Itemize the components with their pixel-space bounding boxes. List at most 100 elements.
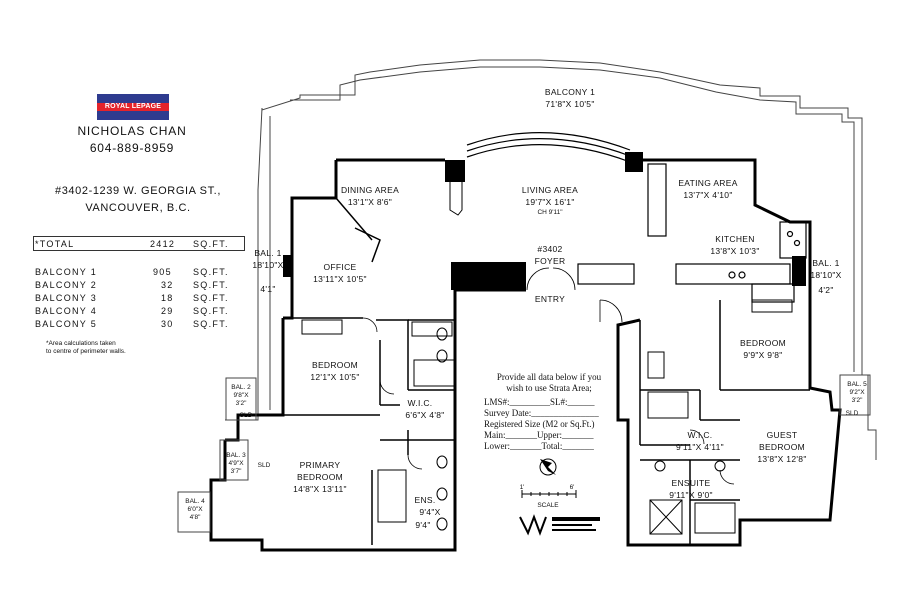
agent-phone: 604-889-8959 [89, 141, 175, 155]
door-swings [362, 267, 735, 485]
room-bal2-name: BAL. 2 [231, 384, 251, 391]
room-kitchen-dims: 13'8"X 10'3" [710, 246, 760, 256]
room-bedroom2-name: BEDROOM [739, 338, 787, 348]
room-bal5-dims2: 3'2" [851, 397, 863, 404]
columns [283, 152, 806, 290]
strata-lower: Lower:_______Total:_______ [484, 441, 594, 451]
room-foyer-unit: #3402 [537, 244, 563, 254]
scale-tick-start: 1' [519, 484, 525, 491]
strata-lms: LMS#:_________SL#:______ [484, 397, 595, 407]
room-guest-name2: BEDROOM [758, 442, 806, 452]
room-dining-dims: 13'1"X 8'6" [347, 197, 393, 207]
room-bal4-name: BAL. 4 [185, 498, 205, 505]
room-office-name: OFFICE [323, 262, 357, 272]
room-bal1-left-dims1: 18'10"X [252, 260, 284, 270]
room-bal3-name: BAL. 3 [226, 452, 246, 459]
balcony-label: BALCONY 2 [35, 280, 98, 290]
room-entry-name: ENTRY [534, 294, 566, 304]
room-living-name: LIVING AREA [521, 185, 579, 195]
room-kitchen-name: KITCHEN [715, 234, 755, 244]
room-office-dims: 13'11"X 10'5" [313, 274, 367, 284]
room-foyer-name: FOYER [534, 256, 566, 266]
address-line1: #3402-1239 W. GEORGIA ST., [54, 185, 221, 197]
room-primary-dims: 14'8"X 13'11" [293, 484, 347, 494]
room-living-dims: 19'7"X 16'1" [525, 197, 575, 207]
room-bal5-name: BAL. 5 [847, 381, 867, 388]
total-box [33, 236, 245, 251]
balcony-value: 18 [161, 293, 174, 303]
living-window [466, 132, 631, 163]
balcony-unit: SQ.FT. [193, 306, 229, 316]
room-eating-dims: 13'7"X 4'10" [683, 190, 733, 200]
balcony-value: 29 [161, 306, 174, 316]
balcony-unit: SQ.FT. [193, 267, 229, 277]
balcony-unit: SQ.FT. [193, 293, 229, 303]
room-ensuite-name: ENSUITE [671, 478, 711, 488]
scale-bar-icon [521, 490, 577, 498]
sld-label: SLD [845, 410, 859, 417]
strata-main: Main:_______Upper:_______ [484, 430, 594, 440]
total-unit: SQ.FT. [193, 239, 229, 249]
room-primary-name2: BEDROOM [296, 472, 344, 482]
room-bal4-dims2: 4'8" [189, 514, 201, 521]
room-bal3-dims1: 4'9"X [228, 460, 244, 467]
balcony-label: BALCONY 4 [35, 306, 98, 316]
room-dining-name: DINING AREA [340, 185, 400, 195]
logo-text: ROYAL LEPAGE [97, 103, 169, 111]
room-bal2-dims1: 9'8"X [233, 392, 249, 399]
agent-name: NICHOLAS CHAN [77, 124, 187, 138]
balcony-unit: SQ.FT. [193, 319, 229, 329]
room-bal2-dims2: 3'2" [235, 400, 247, 407]
room-ensuite-dims: 9'11"X 9'0" [669, 490, 713, 500]
strata-registered: Registered Size (M2 or Sq.Ft.) [484, 419, 595, 429]
room-bal3-dims2: 3'7" [230, 468, 242, 475]
room-bal5-dims1: 9'2"X [849, 389, 865, 396]
royal-lepage-logo: ROYAL LEPAGE [97, 94, 169, 120]
scale-tick-end: 6' [569, 484, 575, 491]
balcony-label: BALCONY 1 [35, 267, 98, 277]
room-bal1-right-dims2: 4'2" [818, 285, 834, 295]
room-guest-dims: 13'8"X 12'8" [757, 454, 807, 464]
fireplace [449, 182, 463, 216]
strata-survey: Survey Date:_______________ [484, 408, 599, 418]
room-bal1-right-name: BAL. 1 [812, 258, 840, 268]
room-eating-name: EATING AREA [678, 178, 738, 188]
strata-intro2: wish to use Strata Area; [506, 383, 592, 393]
room-wic1-name: W.I.C. [407, 398, 433, 408]
strata-intro1: Provide all data below if you [496, 372, 602, 382]
room-guest-name: GUEST [766, 430, 798, 440]
balcony-outline [225, 59, 863, 421]
room-bal4-dims1: 6'0"X [187, 506, 203, 513]
total-label: *TOTAL [35, 239, 75, 249]
closets [301, 299, 793, 337]
strata-form: Provide all data below if you wish to us… [484, 372, 624, 452]
balcony-unit: SQ.FT. [193, 280, 229, 290]
room-bal1-right-dims1: 18'10"X [810, 270, 842, 280]
kitchen-counters [577, 163, 807, 303]
sld-label: SLD [239, 412, 253, 419]
balcony-value: 32 [161, 280, 174, 290]
room-balcony1-name: BALCONY 1 [544, 87, 596, 97]
balcony-label: BALCONY 5 [35, 319, 98, 329]
total-value: 2412 [150, 239, 176, 249]
room-ens-dims1: 9'4"X [419, 507, 441, 517]
area-note-line2: to centre of perimeter walls. [46, 348, 126, 355]
scale-label: SCALE [537, 502, 559, 509]
room-bedroom2-dims: 9'9"X 9'8" [743, 350, 783, 360]
balcony-label: BALCONY 3 [35, 293, 98, 303]
room-wic1-dims: 6'6"X 4'8" [405, 410, 445, 420]
balcony-value: 905 [153, 267, 172, 277]
room-bedroom1-dims: 12'1"X 10'5" [310, 372, 360, 382]
room-wic2-name: W.I.C. [687, 430, 713, 440]
sld-label: SLD [257, 462, 271, 469]
room-balcony1-dims: 71'8"X 10'5" [545, 99, 595, 109]
small-balconies [177, 374, 877, 533]
room-ens-dims2: 9'4" [415, 520, 431, 530]
address-line2: VANCOUVER, B.C. [85, 202, 191, 214]
interior-walls [283, 197, 810, 545]
north-arrow-icon [539, 458, 557, 476]
room-primary-name: PRIMARY [299, 460, 341, 470]
room-bal1-left-name: BAL. 1 [254, 248, 282, 258]
area-note-line1: *Area calculations taken [46, 340, 116, 347]
